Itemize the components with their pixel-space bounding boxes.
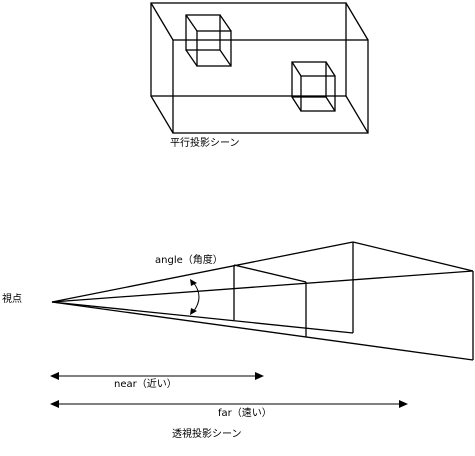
far-plane: [352, 241, 474, 360]
near-label: near（近い）: [114, 377, 177, 390]
viewpoint-label: 視点: [2, 292, 22, 305]
perspective-scene: 視点 angle（角度） near（近い） far（遠い） 透視投影シーン: [2, 241, 474, 440]
frustum: [51, 241, 474, 361]
near-plane: [233, 264, 307, 337]
perspective-scene-caption: 透視投影シーン: [172, 427, 242, 440]
far-label: far（遠い）: [218, 406, 272, 419]
parallel-scene-cube-left: [185, 14, 232, 67]
near-distance-arrow: [50, 372, 264, 380]
parallel-scene-caption: 平行投影シーン: [170, 136, 240, 149]
parallel-scene: 平行投影シーン: [150, 2, 369, 149]
angle-arc: [190, 279, 200, 315]
angle-label: angle（角度）: [155, 253, 223, 266]
far-distance-arrow: [50, 400, 408, 408]
parallel-scene-cube-right: [291, 61, 336, 112]
parallel-scene-box: [150, 2, 369, 134]
